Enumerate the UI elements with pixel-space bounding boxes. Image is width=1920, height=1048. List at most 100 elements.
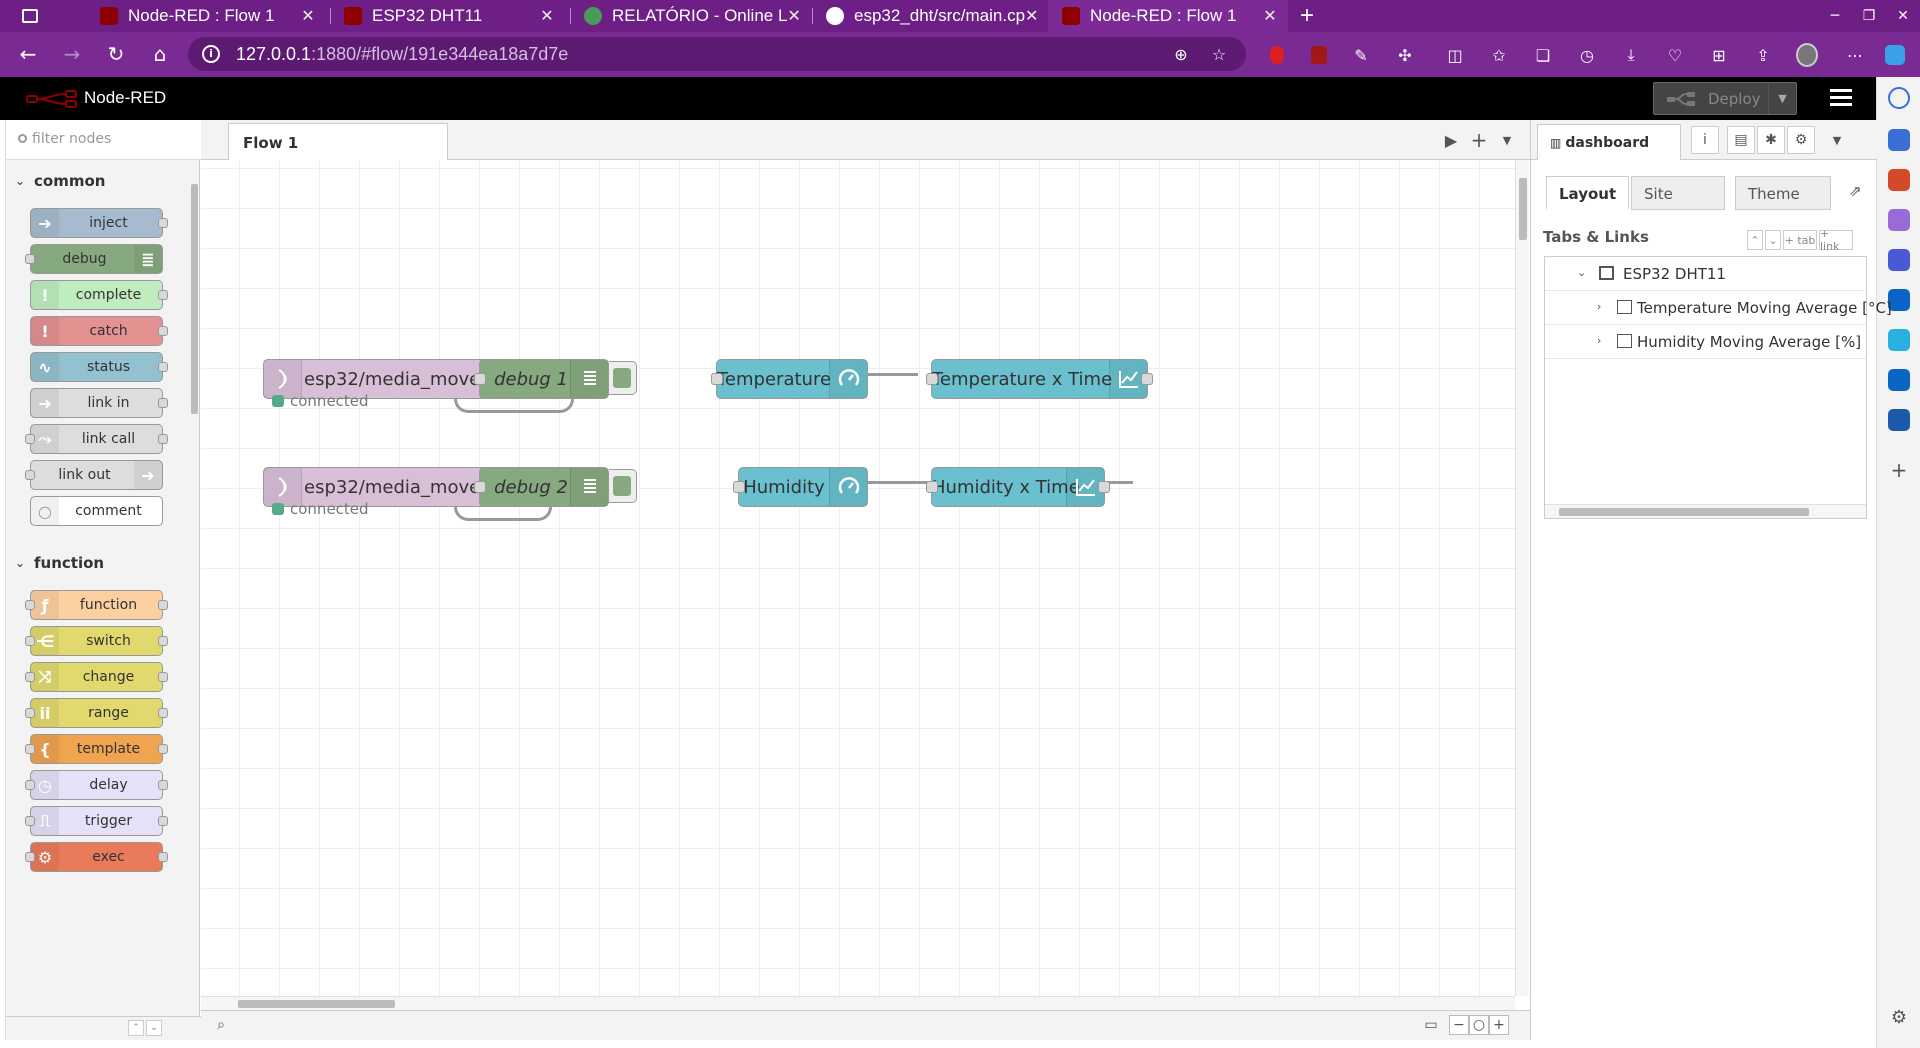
input-port[interactable]: [474, 481, 486, 493]
add-flow-icon[interactable]: +: [1470, 128, 1488, 152]
minimize-icon[interactable]: ─: [1830, 8, 1840, 24]
gauge-node-temperature[interactable]: Temperature: [711, 359, 868, 399]
input-port[interactable]: [733, 481, 745, 493]
palette-node-exec[interactable]: ⚙exec: [25, 842, 168, 872]
tag-icon[interactable]: [1888, 129, 1910, 151]
navigator-icon[interactable]: ▭: [1424, 1017, 1438, 1033]
debug-toggle-button[interactable]: [609, 469, 637, 503]
url-field[interactable]: i 127.0.0.1:1880/#flow/191e344ea18a7d7e …: [188, 37, 1246, 71]
onedrive-icon[interactable]: [1888, 409, 1910, 431]
deploy-button[interactable]: Deploy ▼: [1653, 82, 1797, 115]
config-gear-icon[interactable]: ⚙: [1787, 126, 1815, 154]
tree-group-row[interactable]: ⌄ ESP32 DHT11: [1545, 257, 1867, 291]
palette-category-function[interactable]: ⌄function: [6, 546, 186, 580]
palette-node-status[interactable]: ∿status: [30, 352, 168, 382]
back-icon[interactable]: ←: [19, 42, 37, 66]
filter-nodes-input[interactable]: filter nodes: [6, 120, 201, 160]
favorites-icon[interactable]: ✩: [1492, 45, 1506, 65]
share-icon[interactable]: ⇪: [1756, 45, 1770, 65]
copilot-icon[interactable]: [1884, 44, 1906, 66]
tab-site[interactable]: Site: [1631, 176, 1725, 210]
games-icon[interactable]: [1888, 249, 1910, 271]
output-port[interactable]: [1141, 373, 1153, 385]
palette-node-link-call[interactable]: ⤳link call: [25, 424, 168, 454]
ublock-icon[interactable]: [1308, 44, 1330, 66]
home-icon[interactable]: ⌂: [153, 42, 167, 66]
profile-avatar[interactable]: [1796, 43, 1818, 67]
chevron-right-icon[interactable]: ›: [1597, 300, 1602, 313]
palette-node-trigger[interactable]: ⎍trigger: [25, 806, 168, 836]
flow-canvas[interactable]: esp32/media_movel_temp connected debug 1…: [201, 160, 1515, 996]
input-port[interactable]: [926, 373, 938, 385]
tree-horizontal-scrollbar[interactable]: [1545, 504, 1866, 518]
extension-red-icon[interactable]: [1266, 44, 1288, 66]
palette-node-comment[interactable]: ○comment: [30, 496, 163, 526]
history-icon[interactable]: ◷: [1580, 45, 1594, 65]
gauge-node-humidity[interactable]: Humidity: [733, 467, 868, 507]
palette-node-link-out[interactable]: ➜link out: [25, 460, 163, 490]
outlook-icon[interactable]: [1888, 289, 1910, 311]
info-icon[interactable]: i: [1691, 126, 1719, 154]
browser-tab-4[interactable]: esp32_dht/src/main.cp ✕: [812, 0, 1044, 32]
expand-icon[interactable]: ⌄: [1765, 230, 1781, 250]
close-tab-icon[interactable]: ✕: [787, 8, 801, 25]
add-link-button[interactable]: + link: [1819, 227, 1853, 253]
zoom-in-icon[interactable]: +: [1489, 1015, 1509, 1035]
close-window-icon[interactable]: ✕: [1897, 8, 1909, 24]
palette-category-common[interactable]: ⌄common: [6, 164, 186, 198]
zoom-icon[interactable]: ⊕: [1174, 44, 1188, 64]
zoom-reset-icon[interactable]: ○: [1469, 1015, 1489, 1035]
external-link-icon[interactable]: ⇗: [1849, 182, 1862, 200]
sidebar-menu-caret-icon[interactable]: ▼: [1832, 133, 1842, 147]
canvas-horizontal-scrollbar[interactable]: [201, 996, 1515, 1010]
flow-list-caret-icon[interactable]: ▼: [1502, 133, 1512, 147]
add-tab-button[interactable]: + tab: [1783, 230, 1817, 250]
split-screen-icon[interactable]: ◫: [1447, 45, 1463, 65]
deploy-menu-caret-icon[interactable]: ▼: [1768, 83, 1796, 114]
apps-icon[interactable]: ⊞: [1712, 45, 1726, 65]
tab-theme[interactable]: Theme: [1735, 176, 1831, 210]
output-port[interactable]: [1098, 481, 1110, 493]
browser-tab-3[interactable]: RELATÓRIO - Online L ✕: [570, 0, 808, 32]
puzzle-icon[interactable]: ✣: [1398, 45, 1412, 65]
help-book-icon[interactable]: ▤: [1727, 126, 1755, 154]
palette-node-switch[interactable]: ⋲switch: [25, 626, 168, 656]
main-menu-icon[interactable]: [1830, 89, 1852, 107]
palette-scrollbar[interactable]: [189, 170, 199, 1030]
downloads-icon[interactable]: ⤓: [1627, 45, 1635, 64]
tree-item-row[interactable]: › Humidity Moving Average [%]: [1545, 325, 1867, 359]
debug-node-2[interactable]: debug 2: [474, 467, 609, 507]
tab-dashboard[interactable]: ▥dashboard: [1537, 124, 1681, 160]
chart-node-temperature[interactable]: Temperature x Time: [926, 359, 1153, 399]
more-menu-icon[interactable]: ⋯: [1847, 45, 1863, 65]
chevron-right-icon[interactable]: ›: [1597, 334, 1602, 347]
collapse-all-icon[interactable]: ⌃: [128, 1020, 144, 1036]
new-tab-icon[interactable]: +: [1300, 2, 1315, 29]
palette-node-template[interactable]: {template: [25, 734, 168, 764]
debug-bug-icon[interactable]: ✱: [1757, 126, 1785, 154]
persona-icon[interactable]: [1888, 209, 1910, 231]
browser-tab-2[interactable]: ESP32 DHT11 ✕: [330, 0, 565, 32]
site-info-icon[interactable]: i: [202, 45, 220, 63]
chart-node-humidity[interactable]: Humidity x Time: [926, 467, 1110, 507]
browser-tab-1[interactable]: Node-RED : Flow 1 ✕: [86, 0, 326, 32]
restore-icon[interactable]: ❐: [1862, 8, 1876, 24]
palette-node-catch[interactable]: !catch: [30, 316, 168, 346]
palette-node-inject[interactable]: ➔inject: [30, 208, 168, 238]
add-icon[interactable]: +: [1890, 458, 1908, 482]
extension-icon[interactable]: ✎: [1354, 45, 1368, 65]
zoom-out-icon[interactable]: −: [1449, 1015, 1469, 1035]
browser-tab-5-active[interactable]: Node-RED : Flow 1 ✕: [1048, 0, 1288, 32]
palette-node-complete[interactable]: !complete: [30, 280, 168, 310]
collections-icon[interactable]: ❏: [1535, 45, 1551, 65]
expand-all-icon[interactable]: ⌄: [146, 1020, 162, 1036]
close-tab-icon[interactable]: ✕: [540, 8, 554, 25]
tab-layout[interactable]: Layout: [1546, 176, 1630, 210]
search-icon[interactable]: [1888, 87, 1910, 109]
palette-node-debug[interactable]: ≣debug: [25, 244, 163, 274]
collapse-icon[interactable]: ⌃: [1747, 230, 1763, 250]
input-port[interactable]: [711, 373, 723, 385]
palette-node-change[interactable]: ⤨change: [25, 662, 168, 692]
